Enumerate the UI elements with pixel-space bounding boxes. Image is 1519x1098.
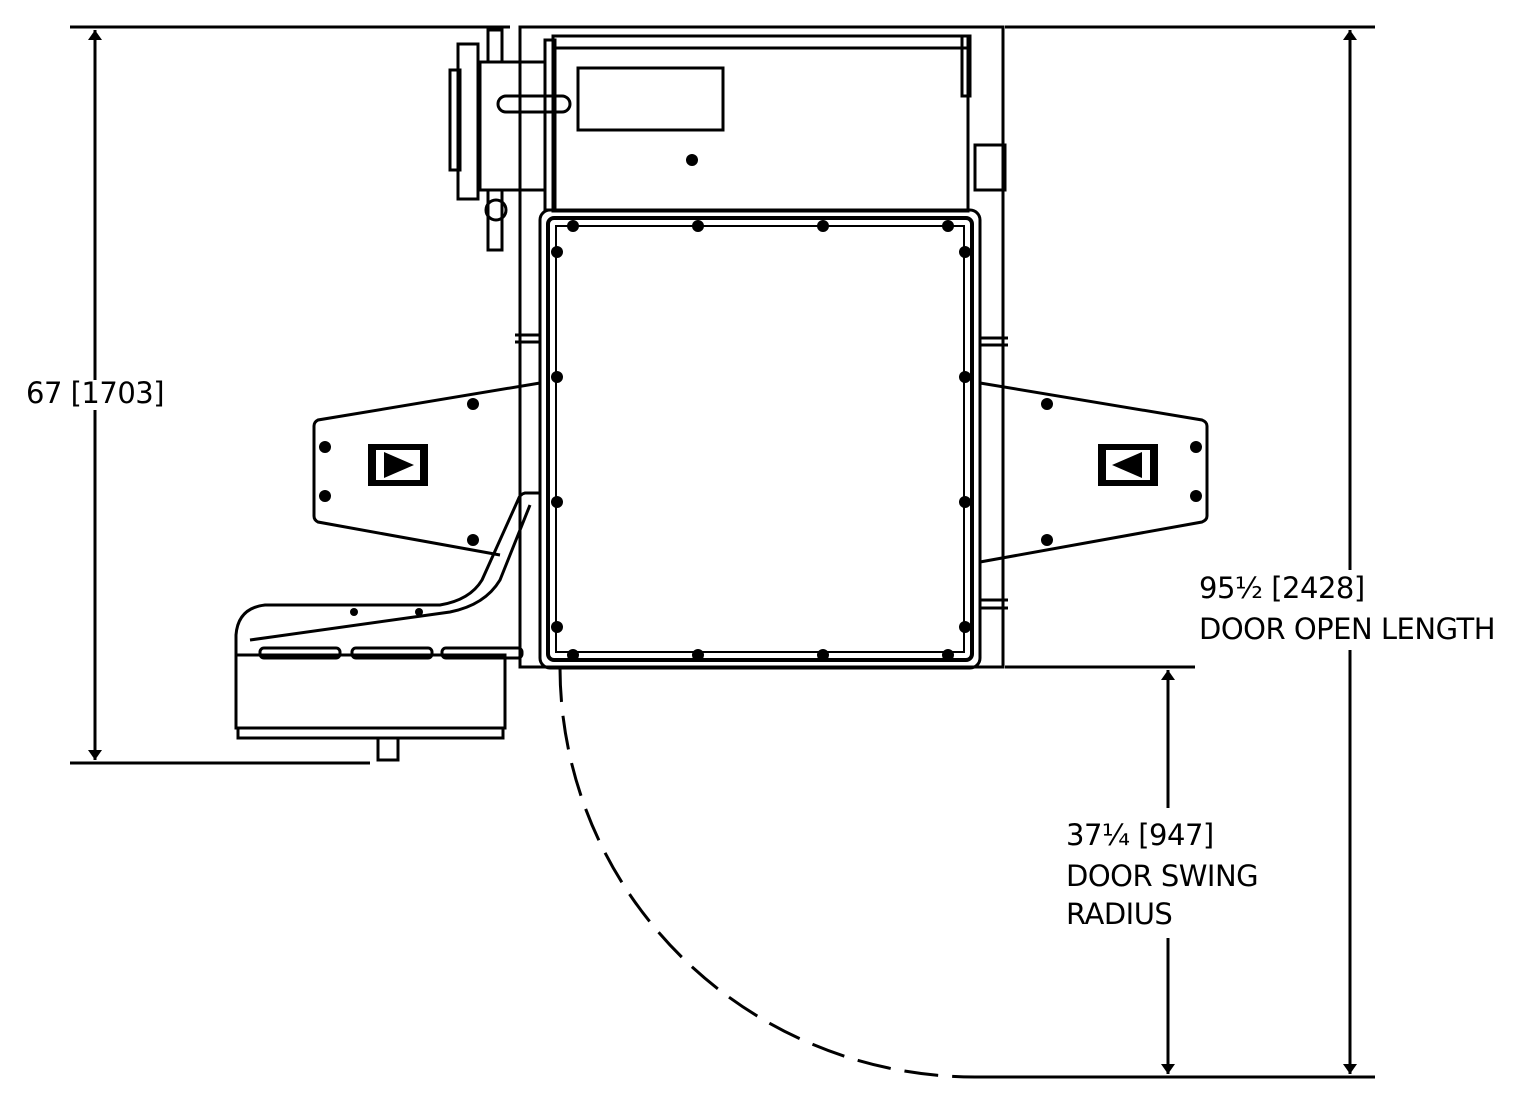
door-swing-radius-caption-1: DOOR SWING	[1066, 859, 1259, 893]
door-swing-radius-caption-2: RADIUS	[1066, 897, 1173, 931]
control-box	[576, 66, 725, 132]
door-swing-radius-value: 37¼ [947]	[1066, 818, 1214, 852]
seat-base	[234, 653, 507, 730]
seat-arm	[234, 491, 540, 655]
door-open-length-caption: DOOR OPEN LENGTH	[1199, 612, 1496, 646]
top-unit	[551, 34, 970, 213]
right-wing	[979, 381, 1209, 564]
overall-height-label: 67 [1703]	[26, 376, 165, 410]
door-panel-inner	[546, 216, 974, 662]
door-panel-outer	[538, 208, 982, 670]
door-swing-arc	[558, 667, 976, 1079]
motor-assembly	[478, 60, 547, 192]
left-latch-icon	[368, 444, 428, 486]
right-latch-icon	[1098, 444, 1158, 486]
housing-frame	[518, 25, 1005, 669]
left-wing	[312, 381, 541, 557]
door-open-length-value: 95½ [2428]	[1199, 571, 1365, 605]
